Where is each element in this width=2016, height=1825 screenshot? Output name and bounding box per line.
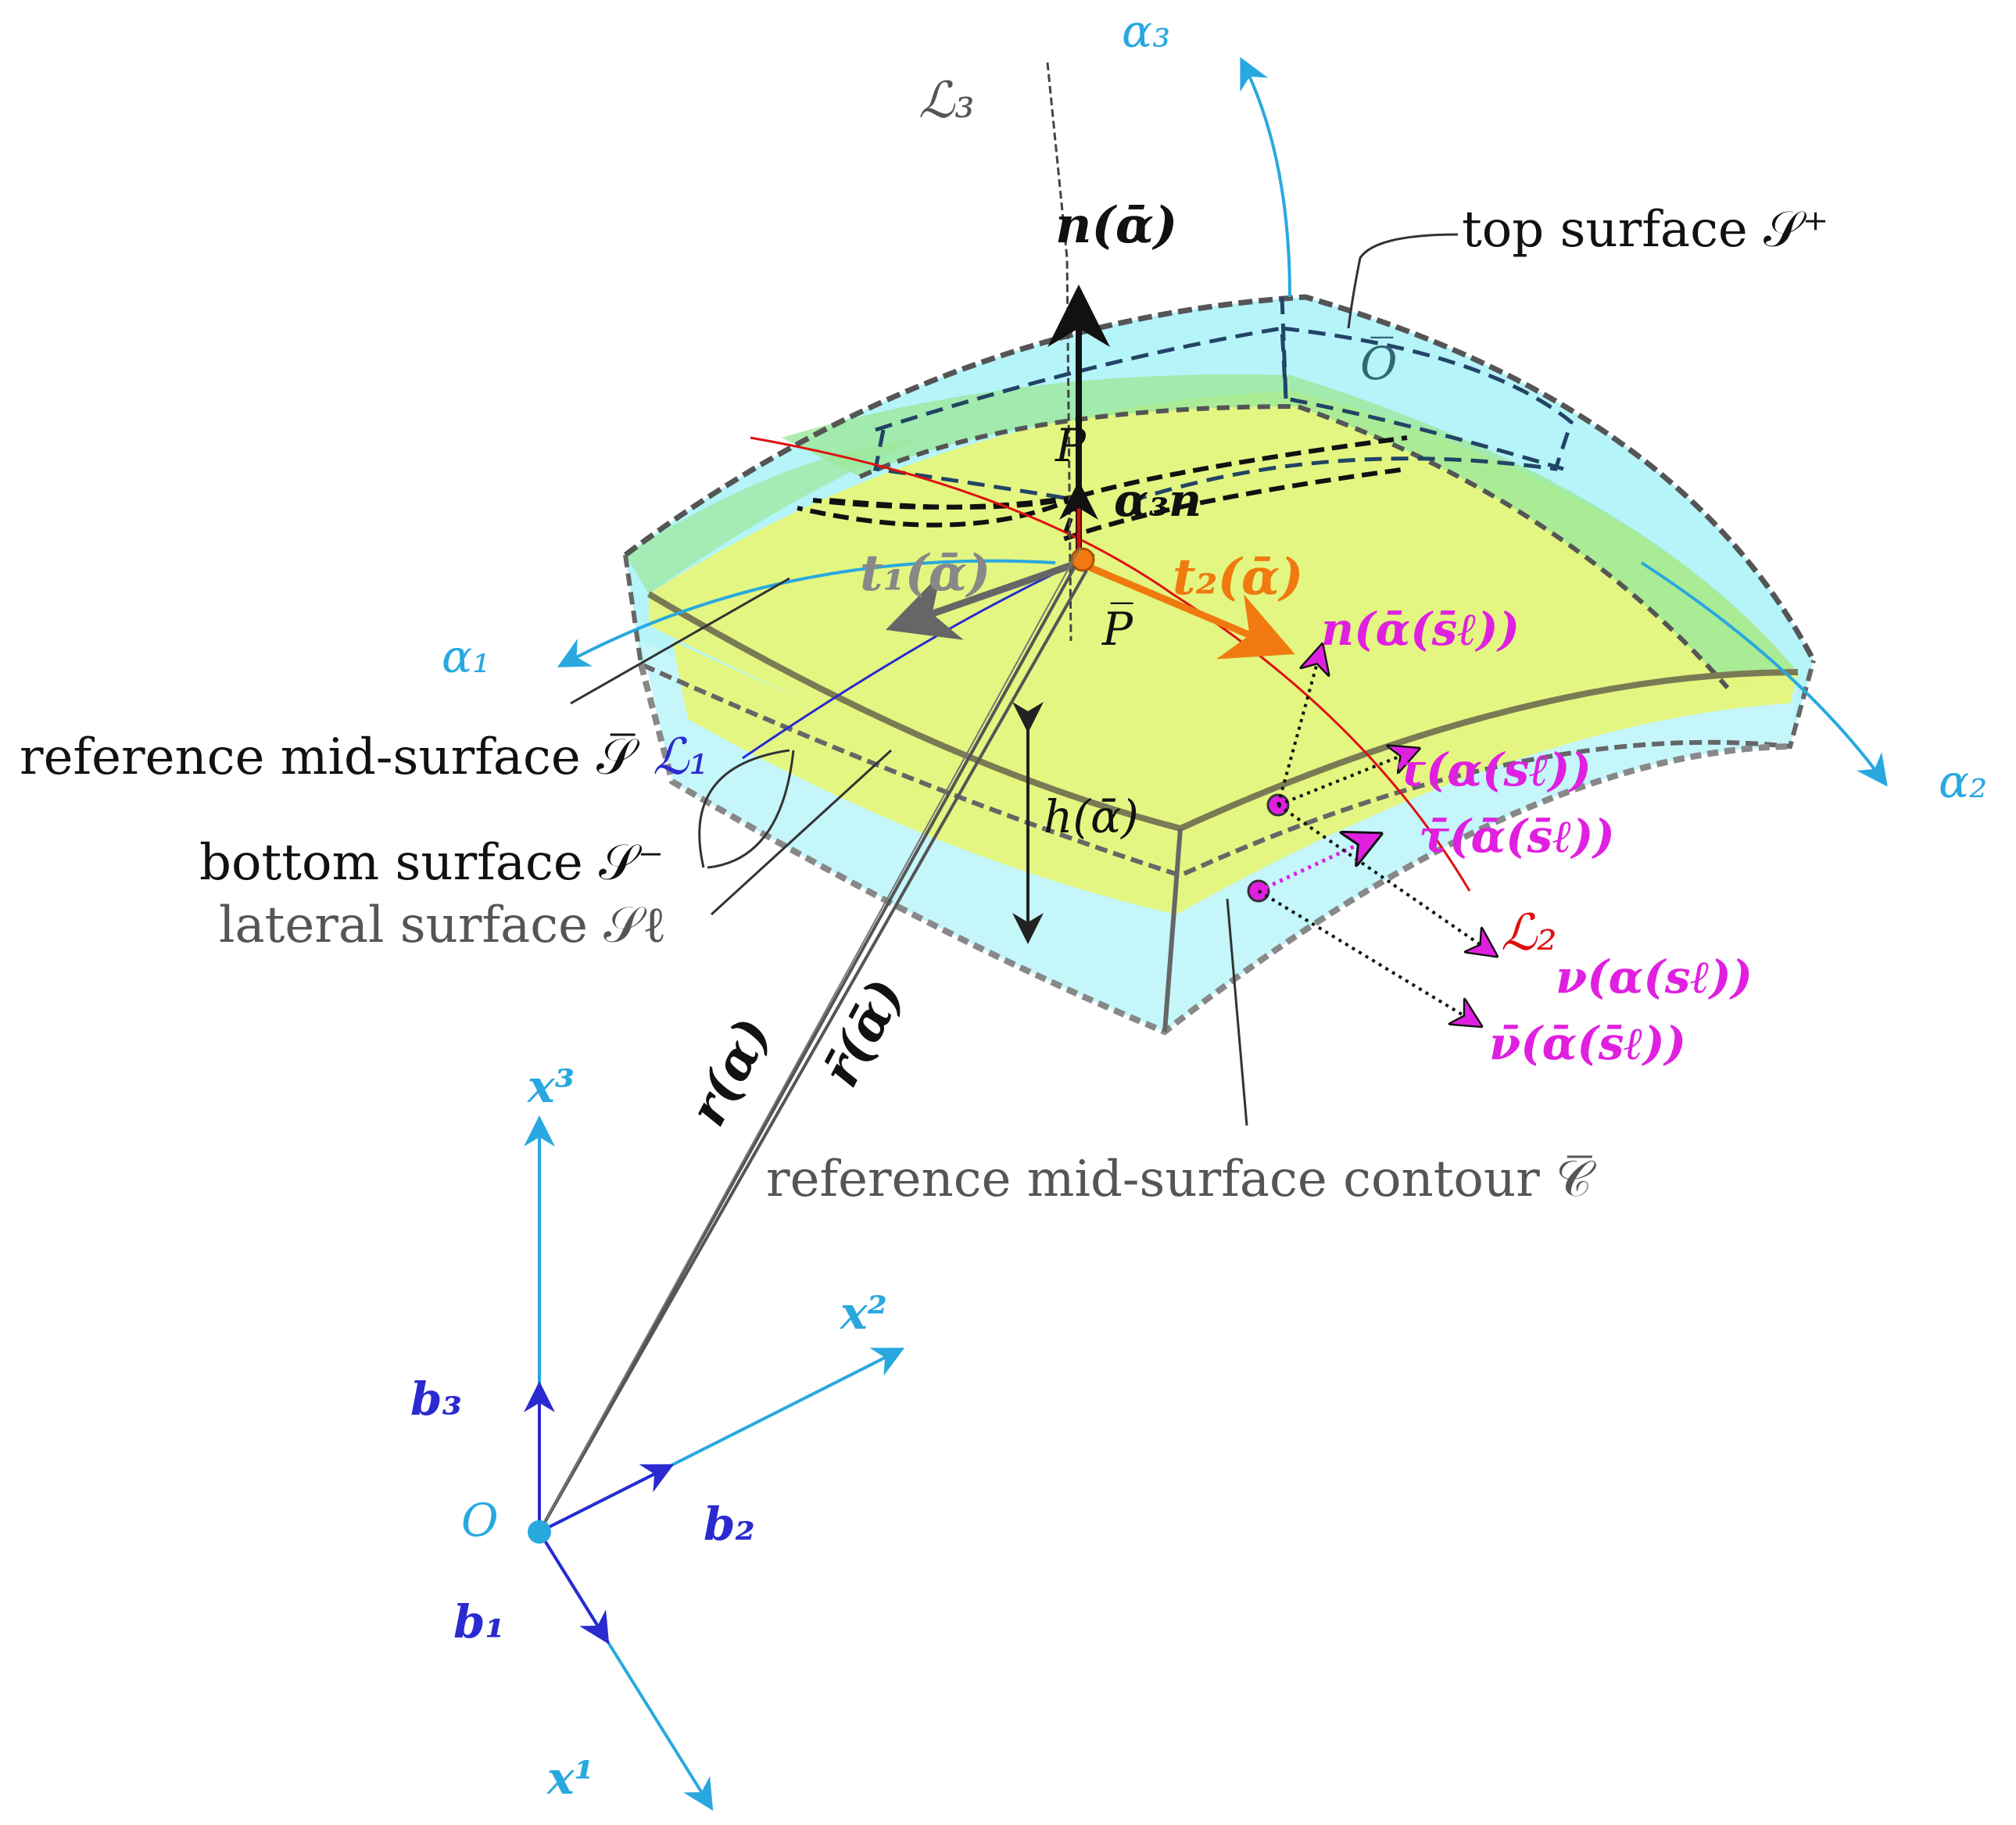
label-t2: t₂(ᾱ) bbox=[1173, 548, 1303, 607]
label-L2: ℒ₂ bbox=[1501, 904, 1557, 962]
alpha1-axis bbox=[557, 559, 1056, 667]
tau-arrow bbox=[1277, 750, 1415, 807]
mid-surface-dashed-left bbox=[797, 494, 1080, 528]
leader-bottom-surface-2 bbox=[707, 750, 795, 869]
tau-bar-arrow bbox=[1257, 836, 1376, 893]
label-nu-bar: ν̄(ᾱ(s̄ℓ)) bbox=[1489, 1017, 1686, 1070]
curve-L2 bbox=[750, 436, 1471, 892]
label-lateral-surface: lateral surface 𝒮ℓ bbox=[219, 896, 667, 954]
mid-surface-upper-boundary bbox=[858, 403, 1730, 689]
label-contour: reference mid-surface contour 𝒞̅ bbox=[766, 1150, 1596, 1208]
position-vector-r-inner bbox=[539, 546, 1081, 1533]
t2-vector-arrow bbox=[1077, 559, 1295, 660]
mid-surface-front-face bbox=[672, 641, 1180, 914]
label-x1: x¹ bbox=[546, 1752, 594, 1805]
green-band-left bbox=[625, 438, 922, 594]
label-O: O bbox=[461, 1494, 499, 1547]
label-L3: ℒ₃ bbox=[918, 72, 975, 130]
b2-arrow bbox=[539, 1464, 675, 1533]
leader-lateral bbox=[710, 749, 893, 916]
label-x3: x³ bbox=[526, 1060, 575, 1113]
bottom-edge-outline bbox=[638, 663, 1791, 1036]
shell-body bbox=[623, 294, 1817, 1036]
label-alpha3-n: α₃n bbox=[1114, 474, 1201, 527]
label-alpha2: α₂ bbox=[1939, 755, 1987, 808]
lateral-corner-edge bbox=[1162, 828, 1183, 1032]
mid-surface-front-edge bbox=[646, 591, 1799, 832]
top-surface-dashed-patch-2 bbox=[873, 296, 1564, 503]
label-tau-bar: τ̄(ᾱ(s̄ℓ)) bbox=[1419, 810, 1615, 863]
green-band-region bbox=[782, 374, 1798, 688]
leader-top-surface bbox=[1347, 233, 1459, 329]
label-b1: b₁ bbox=[453, 1595, 505, 1648]
leader-contour bbox=[1226, 898, 1248, 1126]
t1-vector-arrow bbox=[885, 559, 1080, 640]
top-edge-left bbox=[623, 554, 1816, 879]
label-O-bar: O̅ bbox=[1360, 335, 1398, 390]
alpha3-axis bbox=[1240, 56, 1291, 298]
label-b2: b₂ bbox=[704, 1498, 755, 1551]
label-ref-mid-surface: reference mid-surface 𝒮̅ bbox=[20, 728, 639, 786]
b1-arrow bbox=[538, 1530, 610, 1644]
contour-vectors bbox=[1247, 649, 1493, 1024]
mid-surface-front-face-right bbox=[1176, 672, 1798, 914]
top-surface-outline bbox=[623, 294, 1817, 662]
position-vector-r-bar bbox=[538, 570, 1088, 1533]
label-x2: x² bbox=[839, 1286, 887, 1340]
label-r-bar: r̄(ᾱ) bbox=[811, 970, 916, 1097]
alpha2-axis bbox=[1640, 561, 1888, 787]
top-surface-dashed-patch bbox=[875, 326, 1574, 503]
global-frame bbox=[524, 1115, 905, 1811]
label-P-bar: P̅ bbox=[1101, 601, 1133, 656]
label-b3: b₃ bbox=[410, 1372, 462, 1426]
label-t1: t₁(ᾱ) bbox=[860, 544, 990, 603]
label-nu: ν(α(sℓ)) bbox=[1556, 950, 1753, 1004]
leader-lines bbox=[570, 233, 1459, 1126]
label-tau: τ(α(sℓ)) bbox=[1395, 743, 1592, 796]
leader-mid-surface bbox=[570, 577, 790, 705]
origin-point bbox=[528, 1520, 551, 1544]
label-L1: ℒ₁ bbox=[653, 728, 709, 786]
label-n-contour: n(ᾱ(s̄ℓ)) bbox=[1321, 603, 1520, 656]
n-contour-arrow bbox=[1277, 649, 1321, 806]
label-P: P bbox=[1055, 419, 1087, 472]
label-alpha1: α₁ bbox=[442, 630, 490, 683]
label-n-bar-alpha: n(ᾱ) bbox=[1055, 196, 1177, 255]
label-bottom-surface: bottom surface 𝒮⁻ bbox=[199, 834, 664, 892]
leader-bottom-surface bbox=[698, 749, 790, 868]
label-alpha3: α₃ bbox=[1122, 5, 1170, 58]
label-top-surface: top surface 𝒮⁺ bbox=[1462, 201, 1828, 259]
nu-bar-arrow bbox=[1257, 889, 1477, 1024]
label-h: h(ᾱ) bbox=[1044, 790, 1139, 843]
